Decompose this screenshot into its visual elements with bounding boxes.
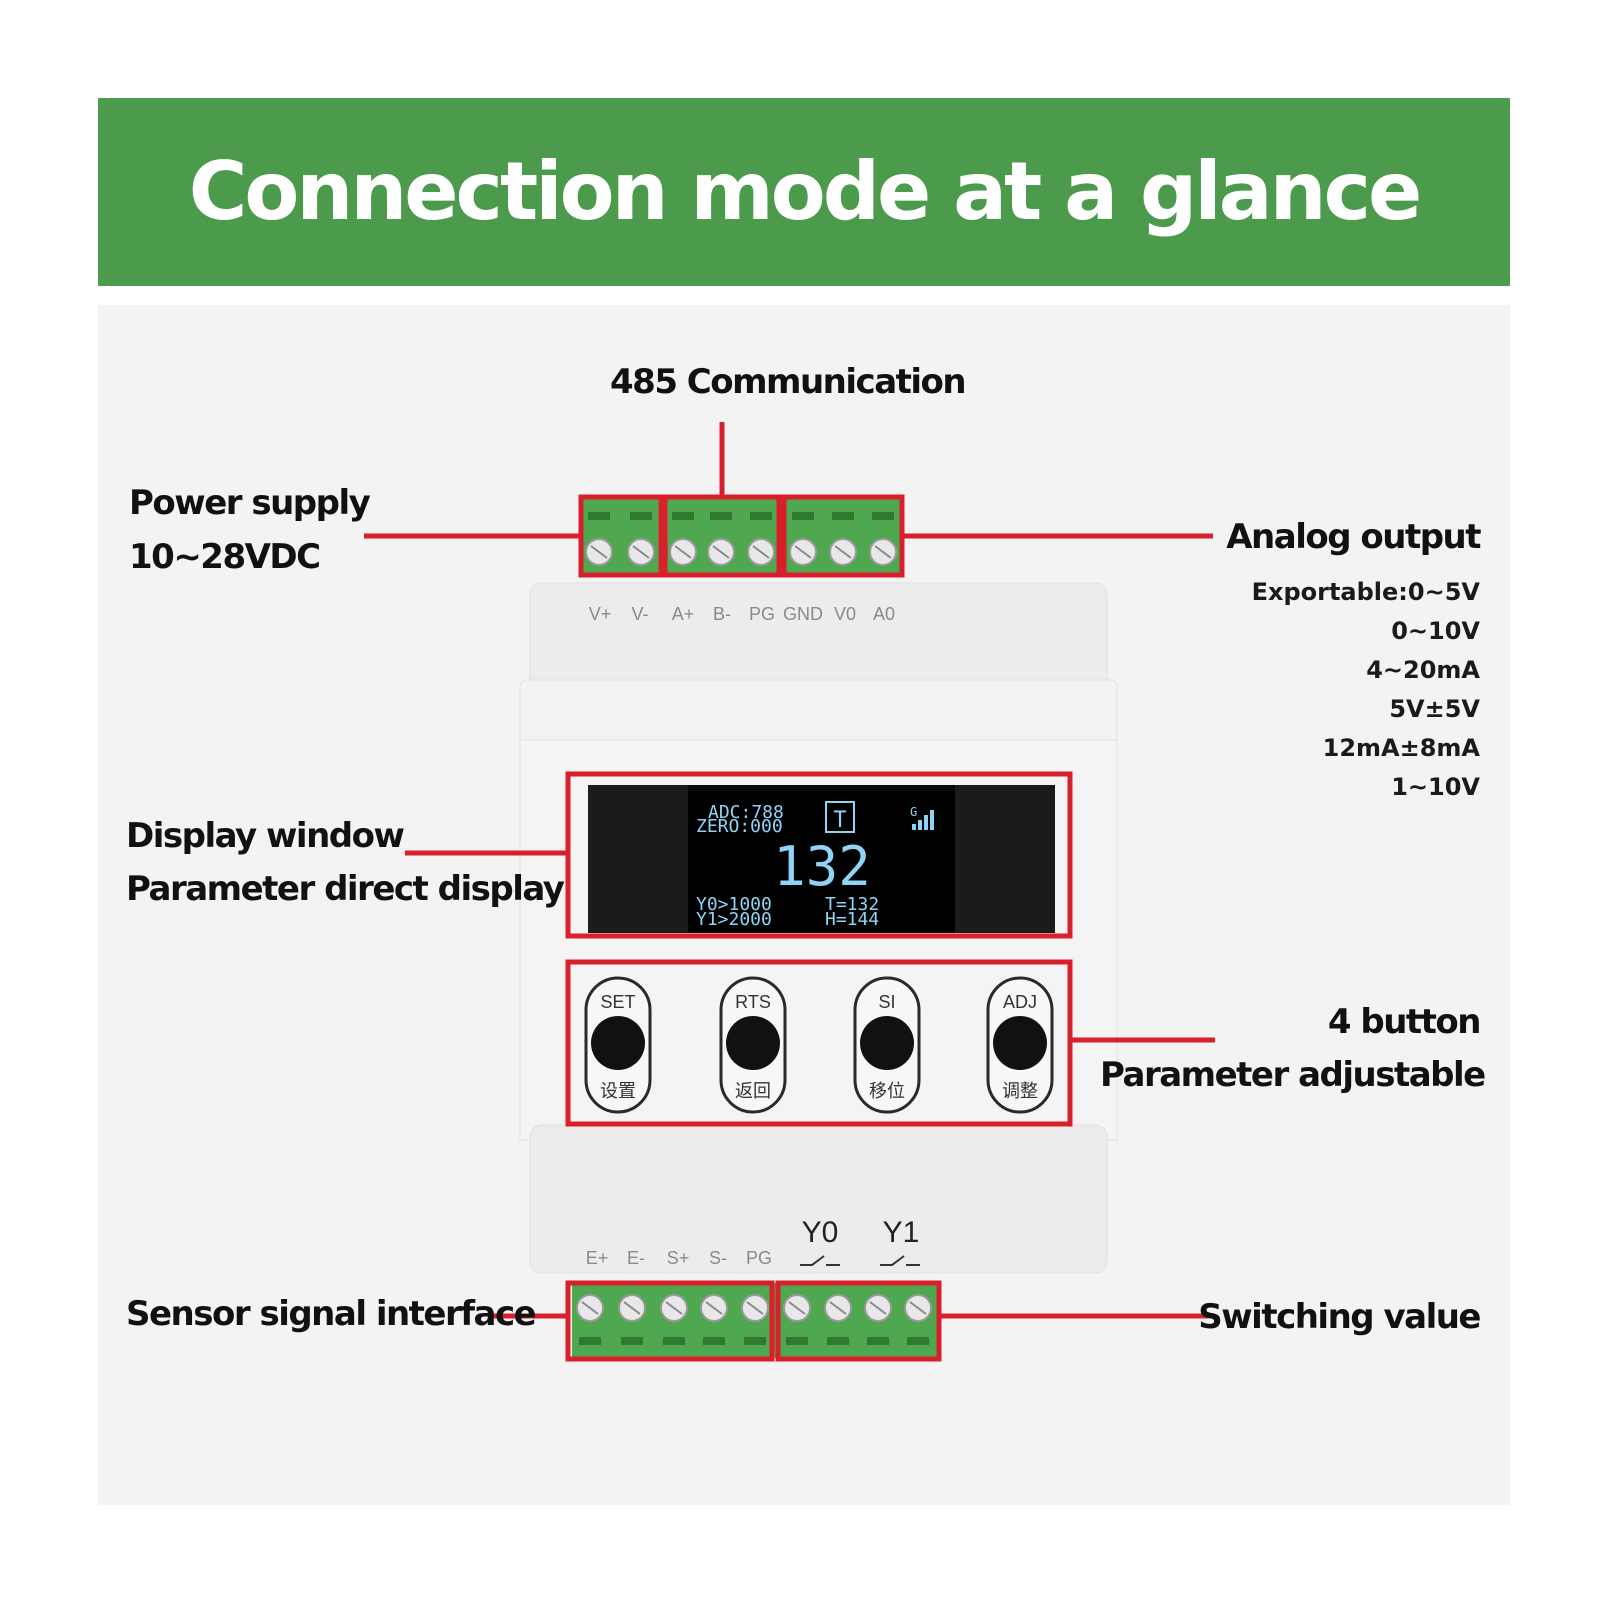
- terminal-screw-icon: [660, 1294, 688, 1345]
- terminal-screw-icon: [707, 512, 735, 566]
- analog-option-6: 1~10V: [1391, 773, 1480, 801]
- button-bottom-label: 调整: [1002, 1081, 1038, 1101]
- analog-option-4: 5V±5V: [1389, 695, 1480, 723]
- screen-signal-label: G: [910, 805, 917, 819]
- bottom-terminal-block: [572, 1283, 939, 1358]
- bottom-terminal-label: S-: [709, 1248, 727, 1268]
- label-display-desc: Parameter direct display: [126, 869, 565, 909]
- bottom-terminal-labels: E+ E- S+ S- PG: [586, 1248, 772, 1268]
- label-power-voltage: 10~28VDC: [129, 537, 321, 577]
- display-window: ADC:788 ZERO:000 T G 132 Y0>1000 Y1>2000…: [588, 785, 1055, 933]
- callout-lines: [364, 422, 1215, 1319]
- button-bottom-label: 移位: [869, 1081, 905, 1101]
- bottom-terminal-label: PG: [746, 1248, 772, 1268]
- button-bottom-label: 设置: [600, 1081, 636, 1101]
- label-parameter-adjustable: Parameter adjustable: [1100, 1055, 1486, 1095]
- relay-label-y0: Y0: [802, 1216, 839, 1249]
- mode-box: [825, 801, 855, 833]
- label-sensor-signal-interface: Sensor signal interface: [126, 1294, 537, 1334]
- top-terminal-label: A0: [873, 604, 895, 624]
- top-terminal-label: GND: [783, 604, 823, 624]
- bottom-terminal-label: E-: [627, 1248, 645, 1268]
- terminal-screw-icon: [783, 1294, 811, 1345]
- analog-option-5: 12mA±8mA: [1322, 734, 1480, 762]
- relay-label-y1: Y1: [883, 1216, 920, 1249]
- terminal-screw-icon: [627, 512, 655, 566]
- top-terminal-labels: V+ V- A+ B- PG GND V0 A0: [589, 604, 895, 624]
- terminal-screw-icon: [576, 1294, 604, 1345]
- terminal-screw-icon: [747, 512, 775, 566]
- button-adj[interactable]: ADJ 调整: [986, 976, 1054, 1114]
- label-display-window: Display window: [126, 816, 405, 856]
- top-terminal-label: V0: [834, 604, 856, 624]
- signal-strength-icon: [912, 810, 934, 830]
- button-top-label: SI: [878, 992, 895, 1012]
- page-title: Connection mode at a glance: [188, 145, 1423, 238]
- terminal-screw-icon: [824, 1294, 852, 1345]
- button-row: SET 设置 RTS 返回 SI 移位 ADJ 调整: [584, 976, 1054, 1114]
- relay-contact-icon-y1: [880, 1255, 920, 1266]
- button-bottom-label: 返回: [735, 1081, 771, 1101]
- label-power-supply: Power supply: [129, 483, 371, 523]
- button-rts[interactable]: RTS 返回: [719, 976, 787, 1114]
- analog-option-1: Exportable:0~5V: [1251, 578, 1480, 606]
- terminal-screw-icon: [789, 512, 817, 566]
- terminal-screw-icon: [669, 512, 697, 566]
- screen-h-value: H=144: [825, 909, 879, 930]
- screen-y0: Y0>1000: [696, 894, 772, 915]
- screen-main-value: 132: [773, 835, 871, 898]
- terminal-screw-icon: [904, 1294, 932, 1345]
- label-switching-value: Switching value: [1198, 1297, 1481, 1337]
- top-terminal-block: [580, 497, 902, 575]
- screen-zero: ZERO:000: [696, 816, 783, 837]
- terminal-screw-icon: [829, 512, 857, 566]
- terminal-screw-icon: [864, 1294, 892, 1345]
- screen-adc: ADC:788: [708, 802, 784, 823]
- button-top-label: RTS: [735, 992, 771, 1012]
- analog-option-3: 4~20mA: [1366, 656, 1480, 684]
- relay-contact-icon-y0: [800, 1255, 840, 1266]
- button-top-label: SET: [600, 992, 635, 1012]
- screen-mode-icon: T: [833, 808, 846, 833]
- title-banner: Connection mode at a glance: [98, 98, 1510, 286]
- terminal-screw-icon: [618, 1294, 646, 1345]
- top-terminal-label: A+: [672, 604, 695, 624]
- terminal-screw-icon: [741, 1294, 769, 1345]
- top-terminal-label: PG: [749, 604, 775, 624]
- label-analog-output: Analog output: [1226, 517, 1481, 557]
- button-si[interactable]: SI 移位: [853, 976, 921, 1114]
- top-terminal-label: V+: [589, 604, 612, 624]
- bottom-terminal-label: S+: [667, 1248, 690, 1268]
- screen-t-value: T=132: [825, 894, 879, 915]
- terminal-screw-icon: [869, 512, 897, 566]
- terminal-screw-icon: [585, 512, 613, 566]
- button-set[interactable]: SET 设置: [584, 976, 652, 1114]
- analog-option-2: 0~10V: [1391, 617, 1480, 645]
- screen-y1: Y1>2000: [696, 909, 772, 930]
- top-terminal-label: B-: [713, 604, 731, 624]
- bottom-terminal-label: E+: [586, 1248, 609, 1268]
- top-terminal-label: V-: [631, 604, 648, 624]
- button-top-label: ADJ: [1003, 992, 1037, 1012]
- terminal-screw-icon: [700, 1294, 728, 1345]
- label-4-button: 4 button: [1327, 1002, 1482, 1042]
- label-485-communication: 485 Communication: [610, 362, 967, 402]
